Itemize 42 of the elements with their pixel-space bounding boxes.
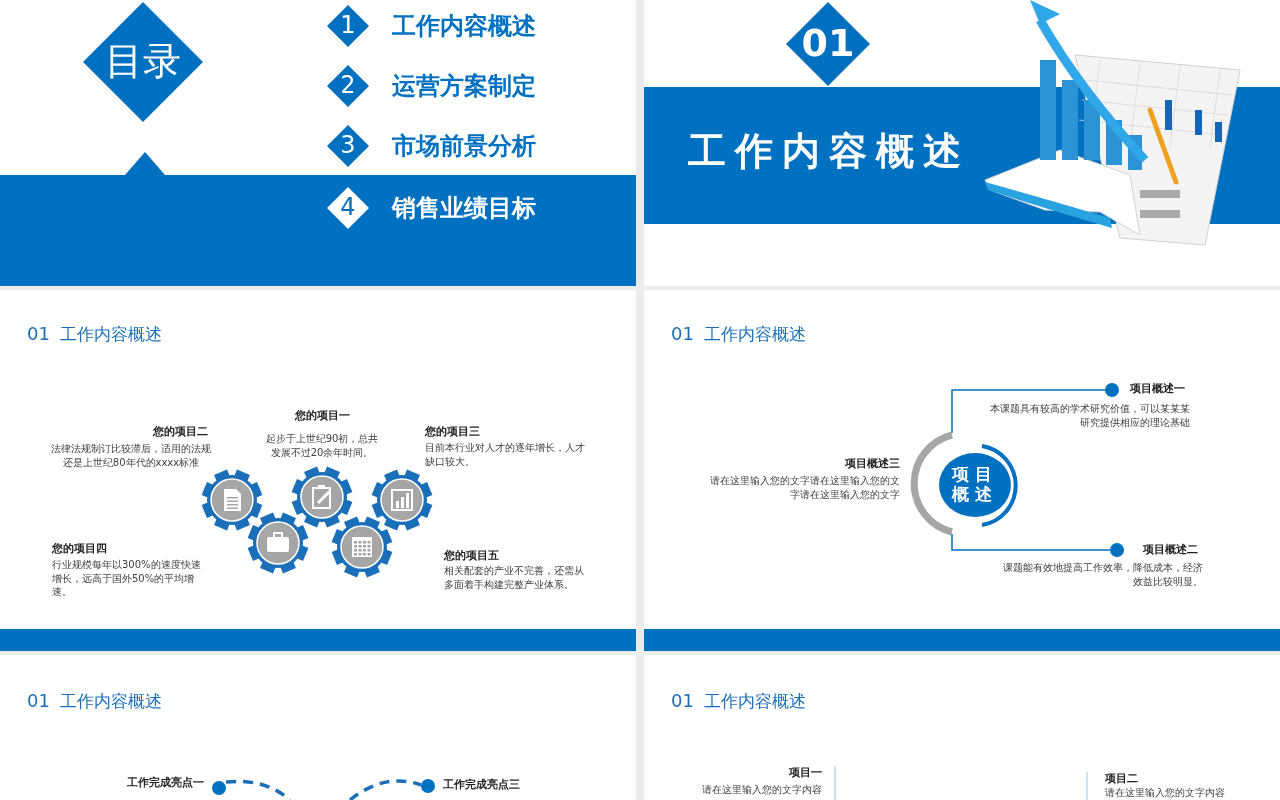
item-description: 目前本行业对人才的逐年增长，人才缺口较大。 xyxy=(425,441,585,468)
item-heading: 您的项目一 xyxy=(293,409,351,424)
item-description: 请在这里输入您的文字内容 xyxy=(701,783,822,797)
section-number: 01 xyxy=(671,322,695,346)
section-title: 工作内容概述 xyxy=(60,690,163,713)
item-heading: 项目二 xyxy=(1105,772,1139,787)
number-diamond: 1 xyxy=(327,5,369,47)
item-heading: 工作完成亮点一 xyxy=(126,776,204,791)
section-number: 01 xyxy=(671,689,695,713)
item-heading: 项目概述二 xyxy=(1143,543,1199,558)
menu-item-title: 工作内容概述 xyxy=(392,11,536,42)
section-diamond: 01 xyxy=(786,2,870,86)
item-heading: 项目一 xyxy=(788,766,822,781)
item-heading: 工作完成亮点三 xyxy=(443,778,521,793)
section-title: 工作内容概述 xyxy=(704,323,807,346)
section-title: 工作内容概述 xyxy=(60,323,163,346)
item-description: 起步于上世纪90初，总共发展不过20余年时间。 xyxy=(264,432,380,459)
item-heading: 您的项目四 xyxy=(52,542,108,557)
menu-item-title: 销售业绩目标 xyxy=(392,193,536,224)
menu-item-title: 运营方案制定 xyxy=(392,71,536,102)
item-description: 相关配套的产业不完善，还需从多面着手构建完整产业体系。 xyxy=(444,564,585,591)
item-description: 本课题具有较高的学术研究价值，可以某某某研究提供相应的理论基础 xyxy=(990,402,1190,429)
item-description: 法律法规制订比较滞后，适用的法规还是上世纪80年代的xxxx标准 xyxy=(50,442,212,469)
item-heading: 您的项目三 xyxy=(425,425,481,440)
item-heading: 项目概述三 xyxy=(844,457,900,472)
item-heading: 您的项目二 xyxy=(152,425,208,440)
item-description: 请在这里输入您的文字请在这里输入您的文字请在这里输入您的文字 xyxy=(709,474,900,501)
item-description: 行业规模每年以300%的速度快速增长，远高于国外50%的平均增速。 xyxy=(52,558,202,599)
title-diamond: 目录 xyxy=(83,2,203,122)
number-diamond: 3 xyxy=(327,125,369,167)
item-description: 请在这里输入您的文字内容 xyxy=(1105,786,1226,800)
section-number: 01 xyxy=(27,322,51,346)
center-circle: 项目概述 xyxy=(939,453,1011,517)
number-diamond: 4 xyxy=(327,187,369,229)
section-title: 工作内容概述 xyxy=(704,690,807,713)
item-heading: 您的项目五 xyxy=(444,549,500,564)
number-diamond: 2 xyxy=(327,65,369,107)
menu-item-title: 市场前景分析 xyxy=(392,131,536,162)
item-description: 课题能有效地提高工作效率，降低成本，经济效益比较明显。 xyxy=(1002,561,1203,588)
banner-title: 工作内容概述 xyxy=(688,128,971,175)
section-number: 01 xyxy=(27,689,51,713)
item-heading: 项目概述一 xyxy=(1130,382,1186,397)
